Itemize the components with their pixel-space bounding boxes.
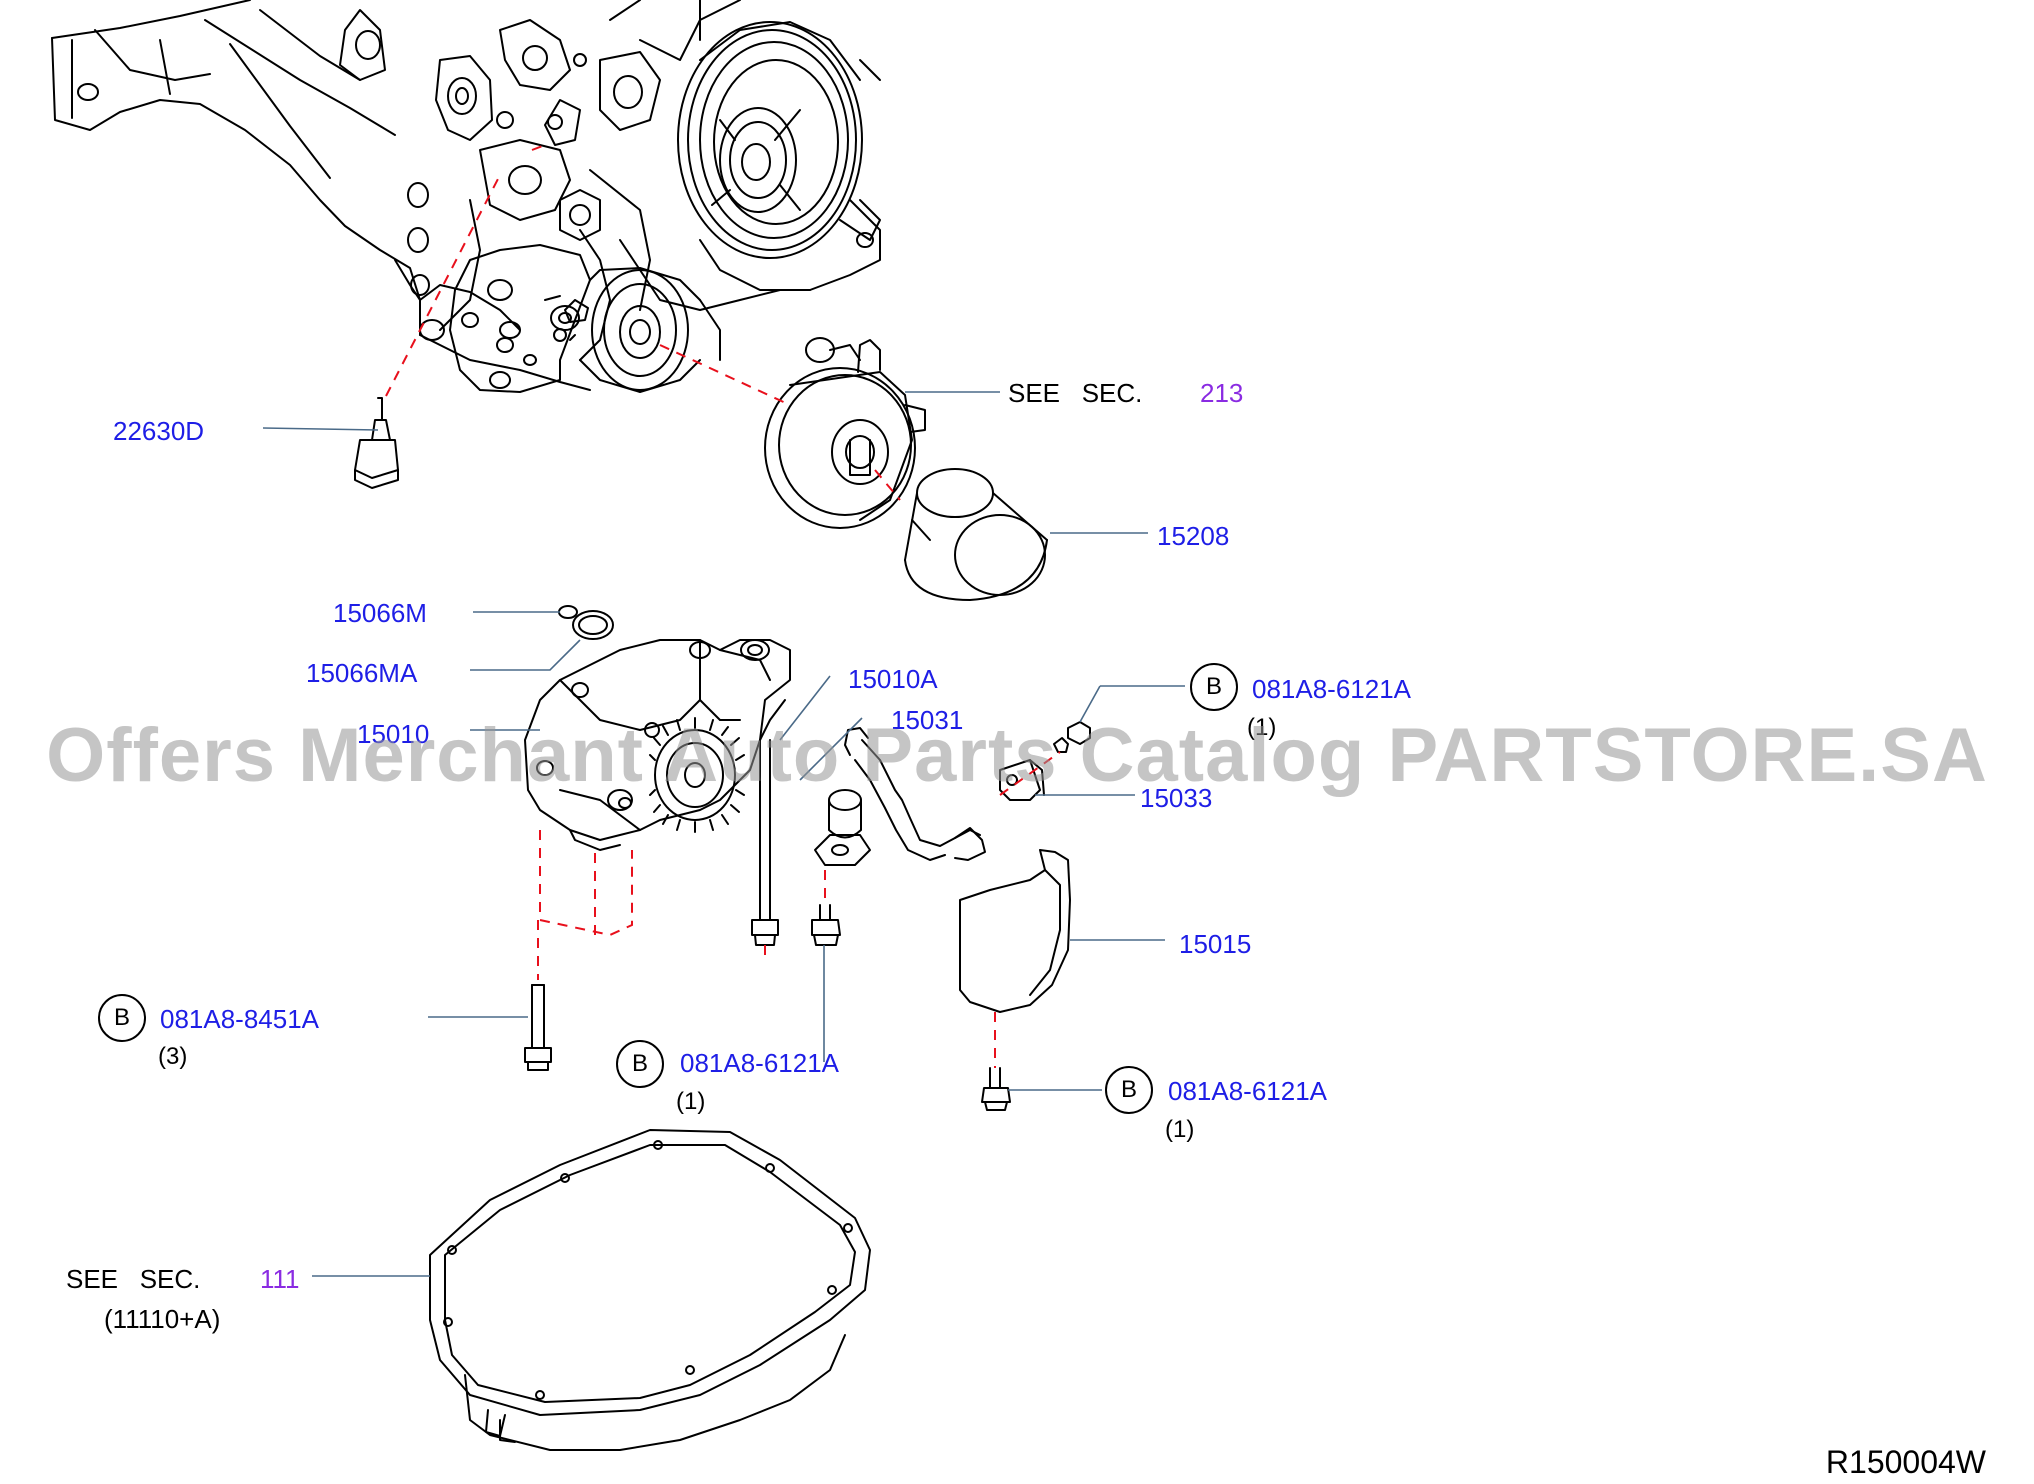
strainer-bracket-drawing bbox=[999, 759, 1045, 801]
baffle-bolt-drawing bbox=[981, 1067, 1011, 1111]
bolt-marker-b: B bbox=[616, 1040, 664, 1088]
callout-15033[interactable]: 15033 bbox=[1140, 783, 1213, 813]
bolt-marker-b: B bbox=[1190, 663, 1238, 711]
diagram-code: R150004W bbox=[1825, 1444, 1986, 1480]
baffle-plate-drawing bbox=[959, 849, 1071, 1013]
section-111-note: (11110+A) bbox=[104, 1304, 221, 1334]
callout-15015[interactable]: 15015 bbox=[1179, 929, 1252, 959]
callout-bolt-081A8-6121A[interactable]: 081A8-6121A bbox=[680, 1048, 840, 1078]
callout-15066MA[interactable]: 15066MA bbox=[306, 658, 418, 688]
guide-lines bbox=[385, 144, 1061, 1068]
callout-bolt-081A8-6121A[interactable]: 081A8-6121A bbox=[1168, 1076, 1328, 1106]
section-link-213[interactable]: 213 bbox=[1200, 378, 1244, 408]
see-sec-label-213: SEE SEC. bbox=[1008, 378, 1143, 408]
oring-large-drawing bbox=[572, 610, 614, 640]
oil-strainer-drawing bbox=[814, 727, 986, 866]
oil-pressure-sensor-drawing bbox=[354, 397, 399, 489]
bolt-qty: (3) bbox=[158, 1043, 188, 1070]
engine-block-drawing bbox=[51, 0, 741, 391]
oil-cooler-drawing bbox=[764, 337, 926, 529]
crank-pulley-drawing bbox=[619, 21, 881, 311]
oil-pump-drawing bbox=[524, 639, 791, 851]
section-link-111[interactable]: 111 bbox=[260, 1264, 300, 1294]
callout-15010A[interactable]: 15010A bbox=[848, 664, 938, 694]
leader-lines bbox=[262, 391, 1185, 1277]
strainer-bolt-drawing bbox=[811, 904, 841, 946]
callout-15010[interactable]: 15010 bbox=[357, 719, 430, 749]
bolt-qty: (1) bbox=[676, 1088, 706, 1115]
bolt-marker-b: B bbox=[98, 994, 146, 1042]
oil-filter-drawing bbox=[904, 468, 1048, 601]
callout-15031[interactable]: 15031 bbox=[891, 705, 964, 735]
pump-bolt-drawing bbox=[524, 984, 552, 1071]
callout-22630D[interactable]: 22630D bbox=[113, 416, 205, 446]
bolt-marker-b: B bbox=[1105, 1066, 1153, 1114]
oring-small-drawing bbox=[558, 605, 578, 619]
engine-front-cover-drawing bbox=[449, 244, 721, 393]
callout-15208[interactable]: 15208 bbox=[1157, 521, 1230, 551]
callout-bolt-081A8-8451A[interactable]: 081A8-8451A bbox=[160, 1004, 320, 1034]
watermark: Offers Merchant Auto Parts Catalog PARTS… bbox=[46, 713, 1988, 798]
callout-bolt-081A8-6121A[interactable]: 081A8-6121A bbox=[1252, 674, 1412, 704]
callout-15066M[interactable]: 15066M bbox=[333, 598, 427, 628]
see-sec-label-111: SEE SEC. bbox=[66, 1264, 201, 1294]
bolt-qty: (1) bbox=[1247, 714, 1277, 741]
oil-pan-drawing bbox=[429, 1129, 871, 1451]
bolt-qty: (1) bbox=[1165, 1116, 1195, 1143]
